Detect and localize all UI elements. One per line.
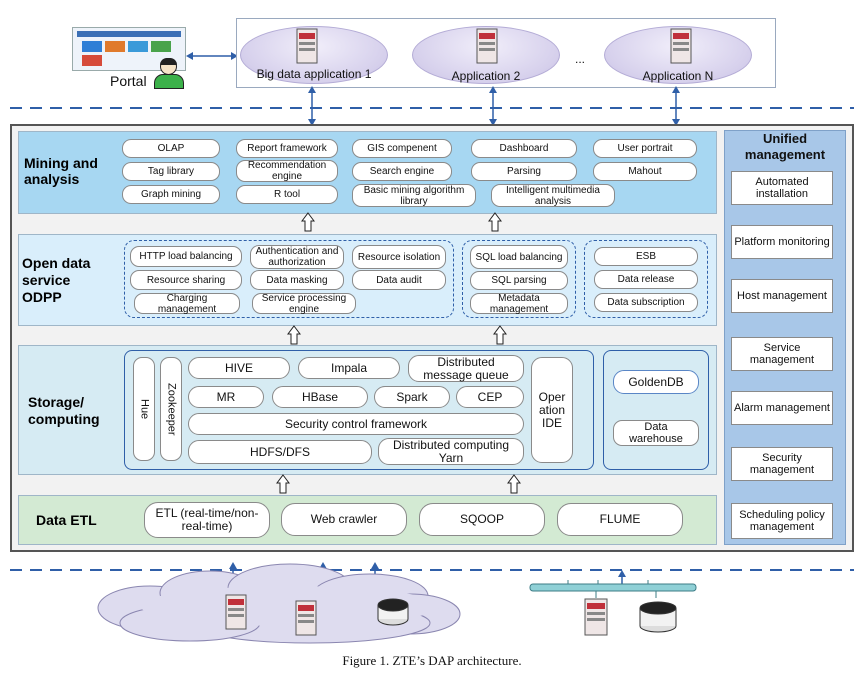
tag-library-pill: Tag library [122, 162, 220, 181]
mahout-pill: Mahout [593, 162, 697, 181]
etl-layer-title: Data ETL [36, 512, 97, 528]
cep-pill: CEP [456, 386, 524, 408]
hbase-pill: HBase [272, 386, 368, 408]
server-icon [225, 594, 247, 630]
application-ellipsis: ... [574, 52, 585, 66]
portal-label: Portal [110, 73, 147, 89]
scheduling-policy-management-box: Scheduling policy management [731, 503, 833, 539]
intelligent-multimedia-pill: Intelligent multimedia analysis [491, 184, 615, 207]
resource-isolation-pill: Resource isolation [352, 245, 446, 269]
odpp-title-line2: service [22, 272, 71, 288]
alarm-management-box: Alarm management [731, 391, 833, 425]
server-icon [296, 28, 318, 64]
service-management-box: Service management [731, 337, 833, 371]
up-arrow-icon [507, 474, 521, 494]
web-crawler-pill: Web crawler [281, 503, 407, 536]
server-icon [295, 600, 317, 636]
server-icon [670, 28, 692, 64]
gis-component-pill: GIS compenent [352, 139, 452, 158]
database-icon [377, 598, 409, 626]
resource-sharing-pill: Resource sharing [130, 270, 242, 290]
odpp-esb-group [584, 240, 708, 318]
service-processing-engine-pill: Service processing engine [252, 293, 356, 315]
automated-installation-box: Automated installation [731, 171, 833, 205]
application-n-label: Application N [642, 69, 714, 83]
application-1-label: Big data application 1 [256, 67, 372, 81]
basic-mining-algorithm-pill: Basic mining algorithm library [352, 184, 476, 207]
impala-pill: Impala [298, 357, 400, 379]
server-icon [584, 598, 608, 636]
mr-pill: MR [188, 386, 264, 408]
server-icon [476, 28, 498, 64]
r-tool-pill: R tool [236, 185, 338, 204]
up-arrow-icon [276, 474, 290, 494]
cloud-icon [97, 562, 461, 644]
user-portrait-pill: User portrait [593, 139, 697, 158]
zookeeper-pill: Zookeeper [160, 357, 182, 461]
platform-monitoring-box: Platform monitoring [731, 225, 833, 259]
host-management-box: Host management [731, 279, 833, 313]
recommendation-engine-pill: Recommendation engine [236, 160, 338, 182]
data-audit-pill: Data audit [352, 270, 446, 290]
flume-pill: FLUME [557, 503, 683, 536]
distributed-message-queue-pill: Distributed message queue [408, 355, 524, 382]
application-2-label: Application 2 [451, 69, 521, 83]
portal-link-arrow [186, 52, 238, 60]
metadata-management-pill: Metadata management [470, 293, 568, 315]
source-bus [529, 570, 697, 598]
portal-screen-icon [72, 27, 186, 71]
up-arrow-icon [287, 325, 301, 345]
database-group [603, 350, 709, 470]
odpp-gateway-group [124, 240, 454, 318]
management-title: Unified management [744, 131, 826, 162]
sql-load-balancing-pill: SQL load balancing [470, 245, 568, 269]
olap-pill: OLAP [122, 139, 220, 158]
operation-ide-pill: Oper ation IDE [531, 357, 573, 463]
user-icon [152, 58, 186, 90]
mining-layer-title: Mining and analysis [24, 155, 98, 187]
security-control-framework-pill: Security control framework [188, 413, 524, 435]
data-release-pill: Data release [594, 270, 698, 289]
hadoop-stack-group [124, 350, 594, 470]
search-engine-pill: Search engine [352, 162, 452, 181]
etl-pill: ETL (real-time/non-real-time) [144, 502, 270, 538]
data-subscription-pill: Data subscription [594, 293, 698, 312]
top-network-line [10, 107, 854, 109]
bottom-network-line [10, 569, 854, 571]
sqoop-pill: SQOOP [419, 503, 545, 536]
authentication-authorization-pill: Authentication and authorization [250, 245, 344, 269]
database-icon [639, 601, 677, 633]
hue-pill: Hue [133, 357, 155, 461]
storage-layer-title: Storage/ computing [28, 394, 100, 427]
data-masking-pill: Data masking [250, 270, 344, 290]
up-arrow-icon [301, 212, 315, 232]
sql-parsing-pill: SQL parsing [470, 271, 568, 290]
dashboard-pill: Dashboard [471, 139, 577, 158]
odpp-title-line3: ODPP [22, 289, 62, 305]
spark-pill: Spark [374, 386, 450, 408]
distributed-computing-yarn-pill: Distributed computing Yarn [378, 438, 524, 465]
hdfs-dfs-pill: HDFS/DFS [188, 440, 372, 464]
http-load-balancing-pill: HTTP load balancing [130, 246, 242, 267]
data-warehouse-pill: Data warehouse [613, 420, 699, 446]
up-arrow-icon [493, 325, 507, 345]
odpp-sql-group [462, 240, 576, 318]
app1-link-arrow [308, 86, 316, 126]
goldendb-pill: GoldenDB [613, 370, 699, 394]
appn-link-arrow [672, 86, 680, 126]
up-arrow-icon [488, 212, 502, 232]
report-framework-pill: Report framework [236, 139, 338, 158]
esb-pill: ESB [594, 247, 698, 266]
charging-management-pill: Charging management [134, 293, 240, 315]
odpp-title-line1: Open data [22, 255, 91, 271]
hive-pill: HIVE [188, 357, 290, 379]
figure-caption: Figure 1. ZTE’s DAP architecture. [342, 653, 522, 668]
security-management-box: Security management [731, 447, 833, 481]
app2-link-arrow [489, 86, 497, 126]
graph-mining-pill: Graph mining [122, 185, 220, 204]
parsing-pill: Parsing [471, 162, 577, 181]
